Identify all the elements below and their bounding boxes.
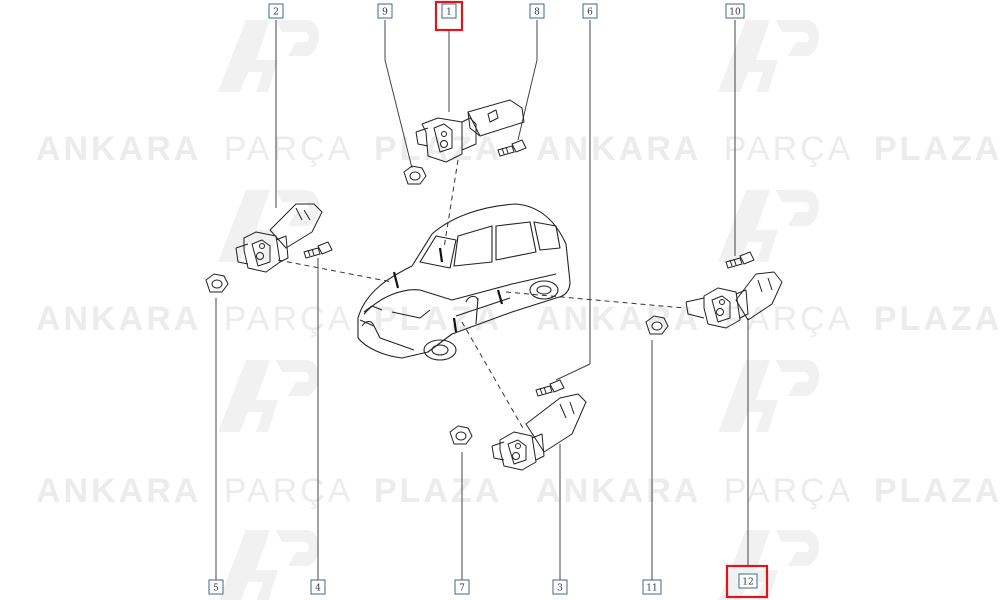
callout-label: 2 bbox=[273, 8, 279, 18]
watermark-brand: ANKARA PARÇA PLAZA bbox=[536, 130, 1000, 168]
nut-9 bbox=[403, 165, 427, 185]
callout-5: 5 bbox=[208, 579, 224, 595]
watermark-logo bbox=[218, 530, 320, 600]
highlight-box bbox=[434, 0, 464, 32]
callout-label: 1 bbox=[446, 8, 452, 18]
callout-8: 8 bbox=[529, 3, 545, 19]
bolt-4 bbox=[303, 241, 333, 259]
callout-1: 1 bbox=[434, 0, 464, 32]
callout-7: 7 bbox=[454, 579, 470, 595]
callout-label: 7 bbox=[459, 584, 465, 594]
watermark-brand: ANKARA PARÇA PLAZA bbox=[36, 300, 502, 338]
bolt-10 bbox=[725, 251, 755, 269]
watermark-brand: ANKARA PARÇA PLAZA bbox=[36, 472, 502, 510]
callout-label: 4 bbox=[315, 584, 321, 594]
dashed-assembly-lines bbox=[277, 159, 685, 431]
callout-6: 6 bbox=[582, 3, 598, 19]
watermark-logo bbox=[218, 190, 320, 262]
callout-label: 8 bbox=[534, 8, 540, 18]
nut-7 bbox=[449, 425, 473, 445]
callout-12: 12 bbox=[725, 564, 769, 599]
nut-5 bbox=[205, 273, 229, 293]
callout-label: 10 bbox=[729, 8, 741, 18]
hinge-part-12 bbox=[685, 271, 783, 329]
watermark-logo bbox=[218, 360, 320, 432]
watermark-logo bbox=[218, 20, 320, 92]
callout-label: 5 bbox=[213, 584, 219, 594]
callout-10: 10 bbox=[725, 3, 745, 19]
callout-9: 9 bbox=[377, 3, 393, 19]
hinge-part-2 bbox=[235, 203, 323, 273]
callout-4: 4 bbox=[310, 579, 326, 595]
callout-label: 3 bbox=[557, 584, 563, 594]
car-hinge-markers bbox=[392, 247, 504, 333]
nut-11 bbox=[645, 315, 669, 335]
hinge-part-1 bbox=[415, 99, 525, 163]
highlight-box bbox=[725, 564, 769, 599]
watermark-texts: ANKARA PARÇA PLAZA ANKARA PARÇA PLAZA AN… bbox=[36, 130, 1000, 510]
bolt-6 bbox=[535, 379, 565, 397]
hinge-part-3 bbox=[491, 393, 587, 471]
watermark-brand: ANKARA PARÇA PLAZA bbox=[536, 300, 1000, 338]
callout-label: 12 bbox=[742, 578, 753, 588]
watermark-logo bbox=[718, 20, 820, 92]
bolt-8 bbox=[497, 139, 527, 157]
callout-2: 2 bbox=[268, 3, 284, 19]
callout-3: 3 bbox=[552, 579, 568, 595]
callout-label: 11 bbox=[646, 584, 657, 594]
callout-11: 11 bbox=[642, 579, 662, 595]
callout-label: 6 bbox=[587, 8, 593, 18]
watermark-brand: ANKARA PARÇA PLAZA bbox=[536, 472, 1000, 510]
watermark-logo bbox=[718, 190, 820, 262]
watermark-brand: ANKARA PARÇA PLAZA bbox=[36, 130, 502, 168]
watermark-logo bbox=[718, 360, 820, 432]
callout-label: 9 bbox=[382, 8, 388, 18]
leader-lines bbox=[215, 20, 749, 580]
